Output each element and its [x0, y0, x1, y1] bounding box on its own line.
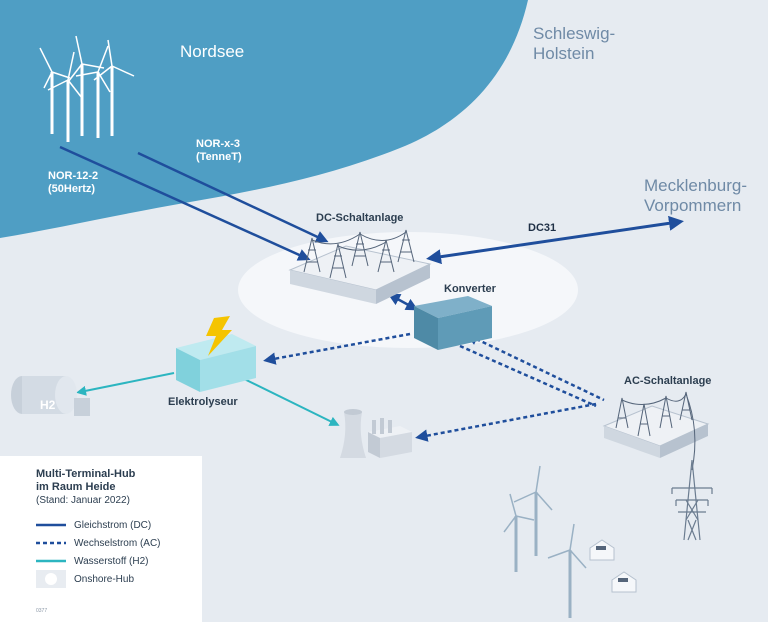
converter-box [414, 296, 492, 350]
legend-item-h2: Wasserstoff (H2) [36, 554, 148, 568]
label-ac-switchyard: AC-Schaltanlage [624, 375, 712, 387]
power-pylon [671, 459, 713, 541]
label-dc-switchyard: DC-Schaltanlage [316, 212, 404, 224]
ac-converter-electrolyser [263, 332, 411, 365]
legend-item-ac: Wechselstrom (AC) [36, 536, 161, 550]
cable-dc31 [426, 215, 684, 265]
legend-swatch-dc [36, 523, 66, 527]
offshore-wind-turbines [39, 35, 135, 142]
hydrogen-tank [11, 376, 90, 416]
region-label-mecklenburg-vorpommern: Mecklenburg- Vorpommern [644, 176, 747, 215]
region-label-sea: Nordsee [180, 42, 245, 61]
ac-switchyard [602, 391, 710, 471]
legend-label-hub: Onshore-Hub [74, 573, 135, 585]
legend-label-h2: Wasserstoff (H2) [74, 555, 149, 567]
h2-to-industry [231, 372, 340, 426]
ac-converter-ac-switchyard-a [465, 333, 605, 402]
legend-item-hub: Onshore-Hub [36, 570, 134, 588]
cable-label-nor-x-3: NOR-x-3 (TenneT) [196, 138, 242, 163]
cable-label-nor-12-2: NOR-12-2 (50Hertz) [48, 170, 99, 195]
lightning-icon [206, 316, 232, 356]
cable-nor-12-2 [59, 145, 311, 261]
label-h2-tank: H2 [40, 398, 56, 412]
ac-converter-ac-switchyard-b [459, 344, 597, 408]
legend-label-ac: Wechselstrom (AC) [74, 537, 161, 549]
label-converter: Konverter [444, 283, 496, 295]
onshore-wind-turbines [503, 465, 587, 618]
ac-switchyard-industry [415, 402, 597, 442]
dc-switchyard [288, 229, 432, 304]
legend-subtitle: (Stand: Januar 2022) [36, 495, 130, 506]
industry-plant [340, 409, 412, 458]
cable-label-dc31: DC31 [528, 222, 557, 234]
legend-title: Multi-Terminal-Hub im Raum Heide [36, 468, 136, 493]
label-electrolyser: Elektrolyseur [168, 396, 238, 408]
legend-label-dc: Gleichstrom (DC) [74, 519, 152, 531]
cable-nor-x-3 [137, 151, 329, 243]
legend-code: 0377 [36, 608, 48, 614]
h2-to-tank [76, 372, 175, 396]
legend-swatch-h2 [36, 559, 66, 563]
legend-swatch-hub [36, 570, 66, 588]
legend-item-dc: Gleichstrom (DC) [36, 518, 151, 532]
houses [589, 539, 637, 593]
region-label-schleswig-holstein: Schleswig- Holstein [533, 24, 616, 63]
legend: Multi-Terminal-Hub im Raum Heide (Stand:… [0, 456, 202, 622]
legend-swatch-ac [36, 541, 66, 545]
link-dc-converter [387, 293, 419, 311]
